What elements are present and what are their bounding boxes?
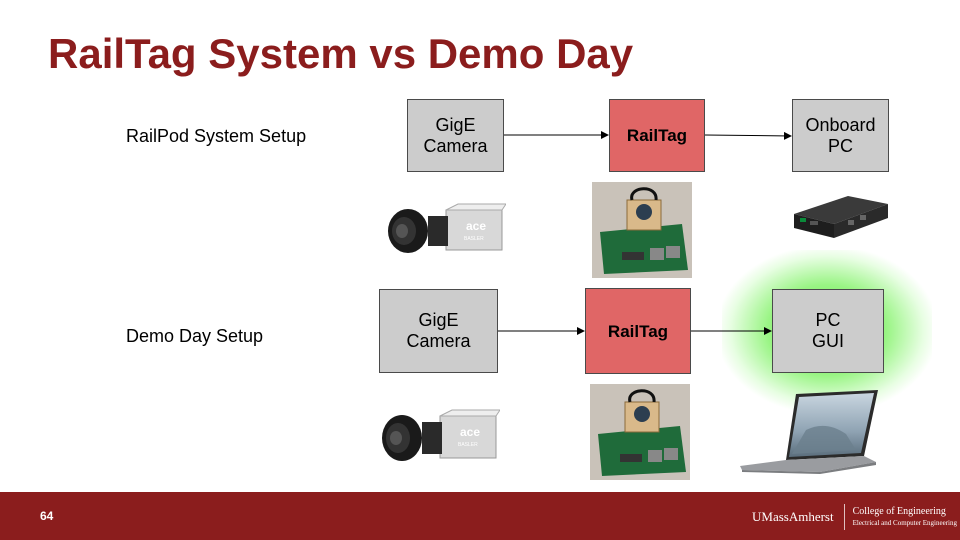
row-label-demo-day: Demo Day Setup	[126, 326, 264, 346]
arrow-railtag-to-onboard-pc	[704, 131, 792, 140]
laptop-image	[740, 390, 878, 474]
basler-camera-image-bottom: ace BASLER	[382, 409, 500, 461]
camera-maker-text-top: BASLER	[464, 236, 484, 242]
umass-logo: UMassAmherst College of Engineering Elec…	[752, 500, 957, 534]
university-name: UMassAmherst	[752, 504, 845, 530]
railtag-label-top: RailTag	[626, 126, 688, 145]
camera-brand-text-bottom: ace	[460, 425, 480, 439]
college-name: College of Engineering	[852, 506, 946, 517]
gige-camera-label-bottom: GigE Camera	[406, 310, 471, 351]
gige-camera-box-top: GigE Camera	[407, 99, 504, 172]
railtag-label-bottom: RailTag	[607, 321, 669, 341]
row-label-railpod: RailPod System Setup	[126, 126, 307, 146]
gige-camera-box-bottom: GigE Camera	[379, 289, 498, 373]
pc-gui-label: PC GUI	[811, 310, 844, 351]
pc-gui-box: PC GUI	[772, 289, 884, 373]
gige-camera-label-top: GigE Camera	[423, 114, 488, 156]
department-name: Electrical and Computer Engineering	[852, 519, 957, 527]
onboard-pc-label: Onboard PC	[805, 114, 876, 156]
camera-maker-text-bottom: BASLER	[458, 442, 478, 448]
railtag-box-top: RailTag	[609, 99, 705, 172]
onboard-pc-box: Onboard PC	[792, 99, 889, 172]
railtag-box-bottom: RailTag	[585, 288, 691, 374]
camera-brand-text-top: ace	[466, 219, 486, 233]
slide-title: RailTag System vs Demo Day	[48, 30, 634, 77]
onboard-pc-image	[794, 196, 888, 238]
railtag-board-image-bottom	[590, 384, 690, 480]
footer-bar: 64 UMassAmherst College of Engineering E…	[0, 492, 960, 540]
railtag-board-image-top	[592, 182, 692, 278]
basler-camera-image-top: ace BASLER	[388, 203, 506, 253]
page-number: 64	[40, 509, 54, 523]
